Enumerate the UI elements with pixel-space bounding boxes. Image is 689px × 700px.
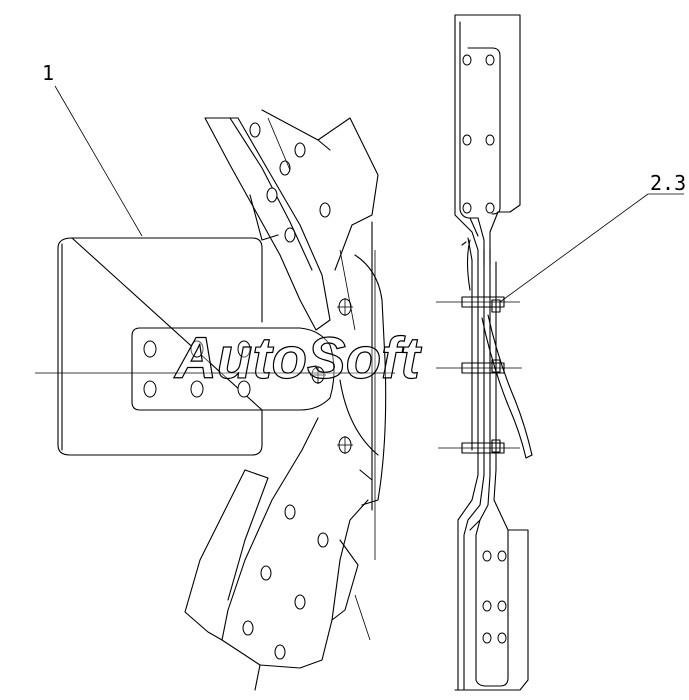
hub-hole-2 [143,380,157,398]
callout-2-3: 2.3 [499,171,686,303]
fan-front-view [35,109,395,691]
hub-hole-1 [143,340,157,358]
hub-hole-4 [190,380,204,398]
fan-hub-plate [131,327,335,411]
center-mounting-holes [310,298,353,454]
hub-hole-5 [237,340,251,358]
callout-label-1: 1 [42,61,54,85]
callout-label-2-3: 2.3 [650,171,686,195]
side-blade-upper [454,14,521,266]
watermark: AutoSoft [173,326,422,391]
lower-blade-rivets [242,504,329,660]
callout-1: 1 [42,61,143,237]
upper-blade-rivets [249,122,331,243]
fan-blade-upper [204,109,379,331]
hub-bolt-holes [143,340,251,398]
front-view-centerlines [35,117,395,641]
hub-hole-6 [237,380,251,398]
side-blade-curve [481,314,533,459]
shroud-plate [57,237,263,456]
fan-blade-lower [184,417,369,691]
hub-hole-3 [190,340,204,358]
side-hub-stack [461,237,497,476]
fan-side-view [436,14,533,691]
hub-bolts [436,296,522,454]
side-blade-lower [454,469,529,691]
